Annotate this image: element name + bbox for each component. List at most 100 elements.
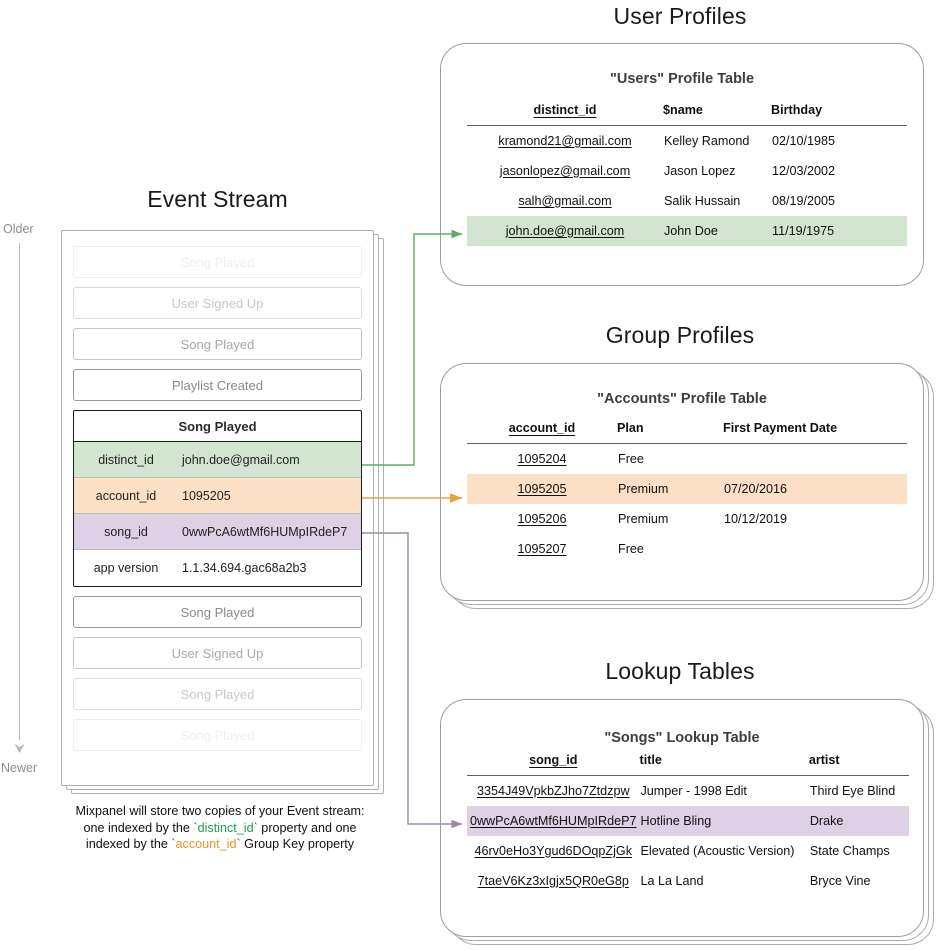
users-table-title: "Users" Profile Table (609, 71, 755, 87)
cell-text: 1095204 (517, 451, 567, 466)
caption-line-3: indexed by the `account_id` Group Key pr… (30, 836, 410, 853)
table-cell: Hotline Bling (639, 805, 809, 836)
event-box[interactable]: Song Played (73, 596, 362, 628)
group-profiles-section-title: Group Profiles (605, 322, 755, 348)
event-box[interactable]: Song Played (73, 246, 362, 278)
event-box-label: Song Played (180, 336, 255, 352)
accounts-table-title: "Accounts" Profile Table (597, 391, 767, 407)
table-cell-id: 1095206 (467, 504, 617, 534)
event-box-label: Song Played (180, 686, 255, 702)
table-cell: Jason Lopez (663, 156, 771, 186)
event-box[interactable]: Playlist Created (73, 369, 362, 401)
event-box[interactable]: Song Played (73, 719, 362, 751)
event-property-value: 0wwPcA6wtMf6HUMpIRdeP7 (182, 524, 348, 539)
lookup-tables-section-title: Lookup Tables (605, 658, 755, 684)
cell-text: 1095205 (517, 481, 567, 496)
cell-text: John Doe (664, 223, 718, 238)
column-header: title (639, 753, 809, 776)
cell-text: Free (618, 541, 644, 556)
table-row[interactable]: 1095204 Free (467, 444, 907, 474)
caption-line-2-pre: one indexed by the (83, 820, 194, 835)
cell-text: jasonlopez@gmail.com (499, 163, 631, 178)
user-profiles-card: "Users" Profile Table (440, 43, 924, 286)
table-row[interactable]: 46rv0eHo3Ygud6DOqpZjGk Elevated (Acoustic… (467, 836, 909, 866)
table-cell-id: kramond21@gmail.com (467, 126, 663, 156)
cell-text: 46rv0eHo3Ygud6DOqpZjGk (474, 843, 632, 858)
table-cell-id: 3354J49VpkbZJho7Ztdzpw (467, 776, 640, 806)
table-cell: 10/12/2019 (723, 504, 907, 534)
caption-line-3-pre: indexed by the (85, 837, 172, 851)
table-row[interactable]: 1095207 Free (467, 534, 907, 564)
cell-text: salh@gmail.com (518, 193, 612, 208)
table-cell: Kelley Ramond (663, 126, 771, 156)
cell-text: 02/10/1985 (772, 133, 836, 148)
event-box-label: User Signed Up (171, 645, 264, 661)
selected-event-title: Song Played (74, 411, 361, 442)
cell-text: Elevated (Acoustic Version) (640, 843, 795, 858)
event-property-value: 1.1.34.694.gac68a2b3 (182, 561, 307, 575)
timeline-newer-label: Newer (1, 761, 38, 775)
timeline-older-label: Older (3, 222, 34, 236)
column-header-label: account_id (508, 421, 576, 435)
column-header: Birthday (771, 103, 907, 126)
column-header: account_id (467, 421, 617, 444)
table-cell: Salik Hussain (663, 186, 771, 216)
table-cell-id: john.doe@gmail.com (467, 215, 663, 246)
caption-line-1: Mixpanel will store two copies of your E… (75, 804, 365, 818)
column-header: $name (663, 103, 771, 126)
cell-text: Jason Lopez (664, 163, 736, 178)
cell-text: Third Eye Blind (809, 783, 896, 798)
cell-text: Premium (618, 511, 669, 526)
caption-line-2-post: property and one (257, 820, 357, 835)
column-header-label: artist (808, 753, 840, 767)
cell-text: 10/12/2019 (724, 511, 788, 526)
table-cell: Drake (808, 805, 909, 836)
caption-token-distinct-id: distinct_id (197, 820, 254, 835)
event-box[interactable]: User Signed Up (73, 287, 362, 319)
event-box[interactable]: Song Played (73, 678, 362, 710)
table-cell: Bryce Vine (809, 866, 909, 896)
cell-text: 0wwPcA6wtMf6HUMpIRdeP7 (469, 813, 637, 828)
event-box[interactable]: Song Played (73, 328, 362, 360)
table-cell: Elevated (Acoustic Version) (640, 836, 809, 866)
table-cell: Free (617, 444, 723, 474)
table-cell: 11/19/1975 (771, 215, 907, 246)
cell-text: Salik Hussain (664, 193, 741, 208)
column-header: song_id (467, 753, 640, 776)
event-box-label: Song Played (180, 604, 255, 620)
table-cell (723, 534, 907, 564)
column-header-label: song_id (529, 753, 578, 767)
cell-text: 7taeV6Kz3xIgjx5QR0eG8p (477, 873, 629, 888)
table-row[interactable]: jasonlopez@gmail.com Jason Lopez 12/03/200… (467, 156, 907, 186)
event-box[interactable]: User Signed Up (73, 637, 362, 669)
caption-backtick-close-1: ` (253, 820, 258, 835)
table-cell: Jumper - 1998 Edit (640, 776, 809, 806)
event-stream-caption: Mixpanel will store two copies of your E… (30, 803, 410, 853)
caption-backtick-close-2: ` (236, 837, 241, 851)
table-cell: 02/10/1985 (771, 126, 907, 156)
cell-text: 11/19/1975 (772, 223, 835, 238)
column-header-label: distinct_id (533, 103, 597, 117)
event-stream-title: Event Stream (147, 186, 288, 212)
cell-text: 1095207 (517, 541, 567, 556)
cell-text: 12/03/2002 (772, 163, 836, 178)
event-box-label: Song Played (180, 727, 255, 743)
